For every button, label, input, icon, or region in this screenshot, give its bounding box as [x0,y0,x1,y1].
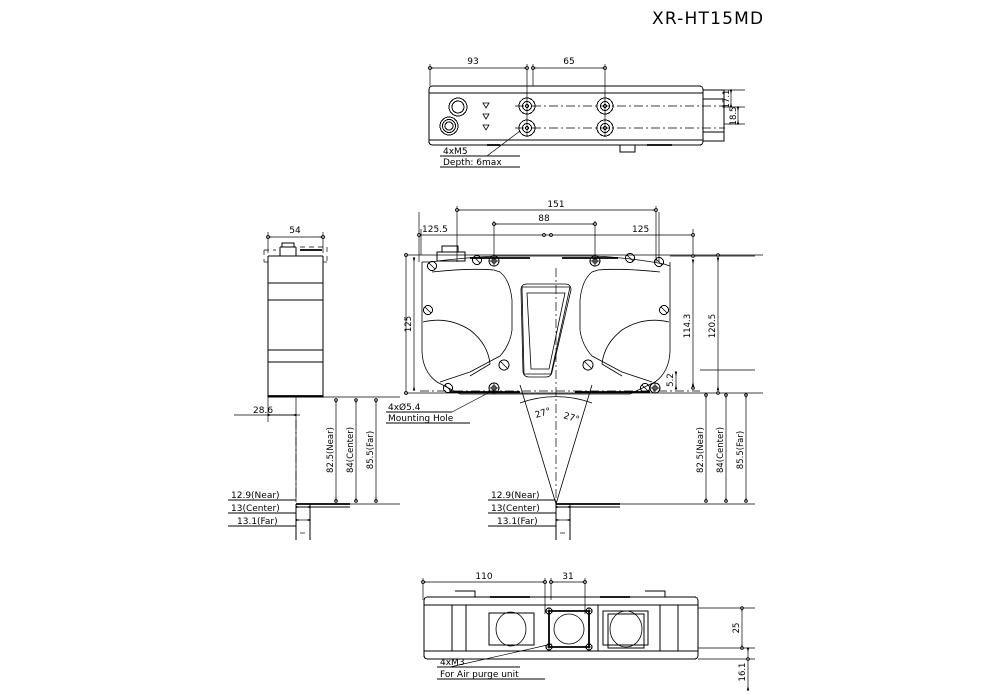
note-mounting-hole-label: Mounting Hole [388,414,454,424]
dim-88-label: 88 [538,214,550,224]
front-view-depth-dims: 12.9(Near) 13(Center) 13.1(Far) [488,491,571,527]
note-4xm5-label: 4xM5 [443,147,468,157]
front-view-body [421,245,671,395]
note-4xd54-label: 4xØ5.4 [388,402,421,413]
top-view: 93 65 [428,57,745,168]
note-mounting-hole: 4xØ5.4 Mounting Hole [386,391,491,424]
front-view-mounting-holes [488,255,661,394]
dim-110: 110 [421,572,547,584]
note-air-purge-label: For Air purge unit [440,670,519,680]
dim-31: 31 [549,572,587,584]
bottom-view-body [423,590,699,660]
page-title: XR-HT15MD [652,9,765,29]
dim-28-6: 28.6 [234,397,300,500]
note-4xm3: 4xM3 For Air purge unit [437,643,553,680]
front-view-right-dims: 114.3 120.5 5.2 [666,253,755,395]
side-view: 54 [228,226,400,540]
front-view-screws [423,253,669,393]
side-view-depth-dims: 12.9(Near) 13(Center) 13.1(Far) [228,491,311,527]
dim-16-1-label: 16.1 [738,663,748,682]
dim-85-5-far-label: 85.5(Far) [366,431,376,469]
dim-125-5-label: 125.5 [422,225,448,235]
dim-18-5-17-1: 17.1 18.5 [722,89,745,126]
dim-110-label: 110 [475,572,492,582]
top-view-indicator-icons [482,102,490,131]
dim-13-center-label-side: 13(Center) [231,504,280,514]
dim-13-1-far-label-side: 13.1(Far) [237,517,278,527]
dim-54-label: 54 [289,226,301,236]
dim-125-5-and-125: 125.5 125 [417,225,695,237]
dim-31-label: 31 [562,572,573,582]
note-depth-label: Depth: 6max [443,158,502,168]
dim-28-6-label: 28.6 [253,406,273,416]
dim-18-5-label: 18.5 [729,107,739,126]
dim-13-center-label-front: 13(Center) [491,504,540,514]
note-4xm5: 4xM5 Depth: 6max [440,130,521,168]
side-view-focus-plane [295,503,350,540]
dim-5-2-label: 5.2 [666,373,676,387]
dim-65: 65 [531,57,607,70]
bottom-view-m3-holes [545,607,593,651]
dim-54: 54 [266,226,325,253]
side-view-body [263,242,328,398]
top-view-dim-extensions [429,64,606,137]
angle-left-label: 27° [534,407,552,421]
dim-151-label: 151 [547,200,564,210]
dim-12-9-near-label-side: 12.9(Near) [231,491,280,501]
dim-125-left: 125 [404,257,416,391]
dim-25-label: 25 [732,623,742,634]
dim-120-5-label: 120.5 [708,314,718,338]
front-view-focus-plane [555,503,620,540]
angle-right-label: 27° [562,411,580,425]
front-view-dim-extensions [418,206,694,262]
dim-125-left-label: 125 [404,316,414,332]
dim-84-center-label-front: 84(Center) [716,427,726,473]
top-view-connectors [439,97,468,136]
dim-65-label: 65 [563,57,574,67]
bottom-view-dim-extensions [422,578,586,614]
dim-85-5-far-label-front: 85.5(Far) [736,431,746,469]
top-view-body [428,85,725,153]
dim-82-5-near-label-front: 82.5(Near) [696,427,706,473]
dim-84-center-label: 84(Center) [346,427,356,473]
dim-13-1-far-label-front: 13.1(Far) [497,517,538,527]
side-view-working-distance-dims: 82.5(Near) 84(Center) 85.5(Far) [310,396,400,505]
bottom-view: 110 31 [421,572,755,691]
dim-93-label: 93 [467,57,478,67]
front-view: 151 88 125.5 125 [386,200,763,540]
dim-88: 88 [492,214,597,226]
dim-151: 151 [455,200,658,212]
dim-82-5-near-label: 82.5(Near) [326,427,336,473]
dim-125-right-label: 125 [632,225,649,235]
bottom-view-right-dims: 25 16.1 [698,606,755,691]
dim-17-1-label: 17.1 [722,90,732,109]
dim-114-3-label: 114.3 [683,314,693,338]
front-view-working-distance-dims: 82.5(Near) 84(Center) 85.5(Far) [620,393,755,505]
dim-12-9-near-label-front: 12.9(Near) [491,491,540,501]
note-4xm3-label: 4xM3 [440,658,465,668]
dim-93: 93 [428,57,529,70]
front-view-fov: 27° 27° [519,384,593,505]
top-view-m5-holes [515,97,725,137]
